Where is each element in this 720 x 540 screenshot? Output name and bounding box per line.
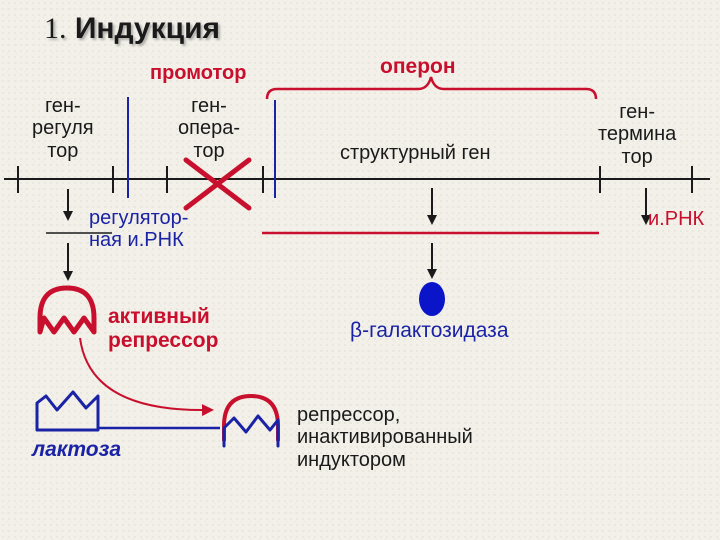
gene-terminator-line-2: термина [598, 123, 677, 146]
inactivated-repressor-line-3: индуктором [297, 448, 406, 471]
lactose-shape [35, 390, 100, 432]
regulator-mrna-line-1: регулятор- [89, 207, 189, 229]
inactivated-repressor-shape [222, 394, 280, 448]
active-repressor-shape [37, 285, 97, 335]
promoter-label: промотор [150, 62, 247, 84]
gene-terminator-line-3: тор [621, 145, 653, 168]
beta-galactosidase-label: β-галактозидаза [350, 319, 509, 342]
structural-gene-label: структурный ген [340, 142, 491, 164]
active-repressor-line-2: репрессор [108, 328, 219, 352]
gene-operator-line-3: тор [193, 139, 225, 162]
gene-terminator-label: ген- термина тор [598, 101, 676, 168]
gene-operator-line-2: опера- [178, 117, 240, 140]
regulator-mrna-line-2: ная и.РНК [89, 229, 184, 252]
gene-operator-line-1: ген- [191, 95, 227, 117]
gene-terminator-line-1: ген- [619, 101, 655, 123]
gene-regulator-label: ген- регуля тор [32, 95, 94, 162]
gene-regulator-line-2: регуля [32, 117, 94, 140]
slide-title: 1. Индукция [44, 12, 220, 46]
active-repressor-line-1: активный [108, 305, 210, 328]
lactose-label: лактоза [32, 438, 122, 461]
arrow-repressor-inactivation [79, 337, 214, 417]
gene-operator-label: ген- опера- тор [178, 95, 240, 162]
active-repressor-label: активный репрессор [108, 305, 218, 352]
title-text: Индукция [74, 12, 221, 45]
beta-galactosidase-shape [419, 282, 445, 316]
mrna-label: и.РНК [648, 208, 705, 230]
blocked-operator-cross [183, 157, 252, 211]
inactivated-repressor-line-2: инактивированный [297, 426, 473, 449]
inactivated-repressor-line-1: репрессор, [297, 404, 401, 426]
regulator-mrna-label: регулятор- ная и.РНК [89, 207, 188, 252]
dna-ticks [17, 166, 693, 193]
operon-brace [265, 76, 598, 100]
gene-regulator-line-1: ген- [44, 95, 81, 117]
gene-regulator-line-3: тор [47, 139, 79, 162]
title-number: 1. [44, 12, 67, 45]
operon-label: оперон [380, 55, 456, 78]
inactivated-repressor-label: репрессор, инактивированный индуктором [297, 404, 473, 471]
